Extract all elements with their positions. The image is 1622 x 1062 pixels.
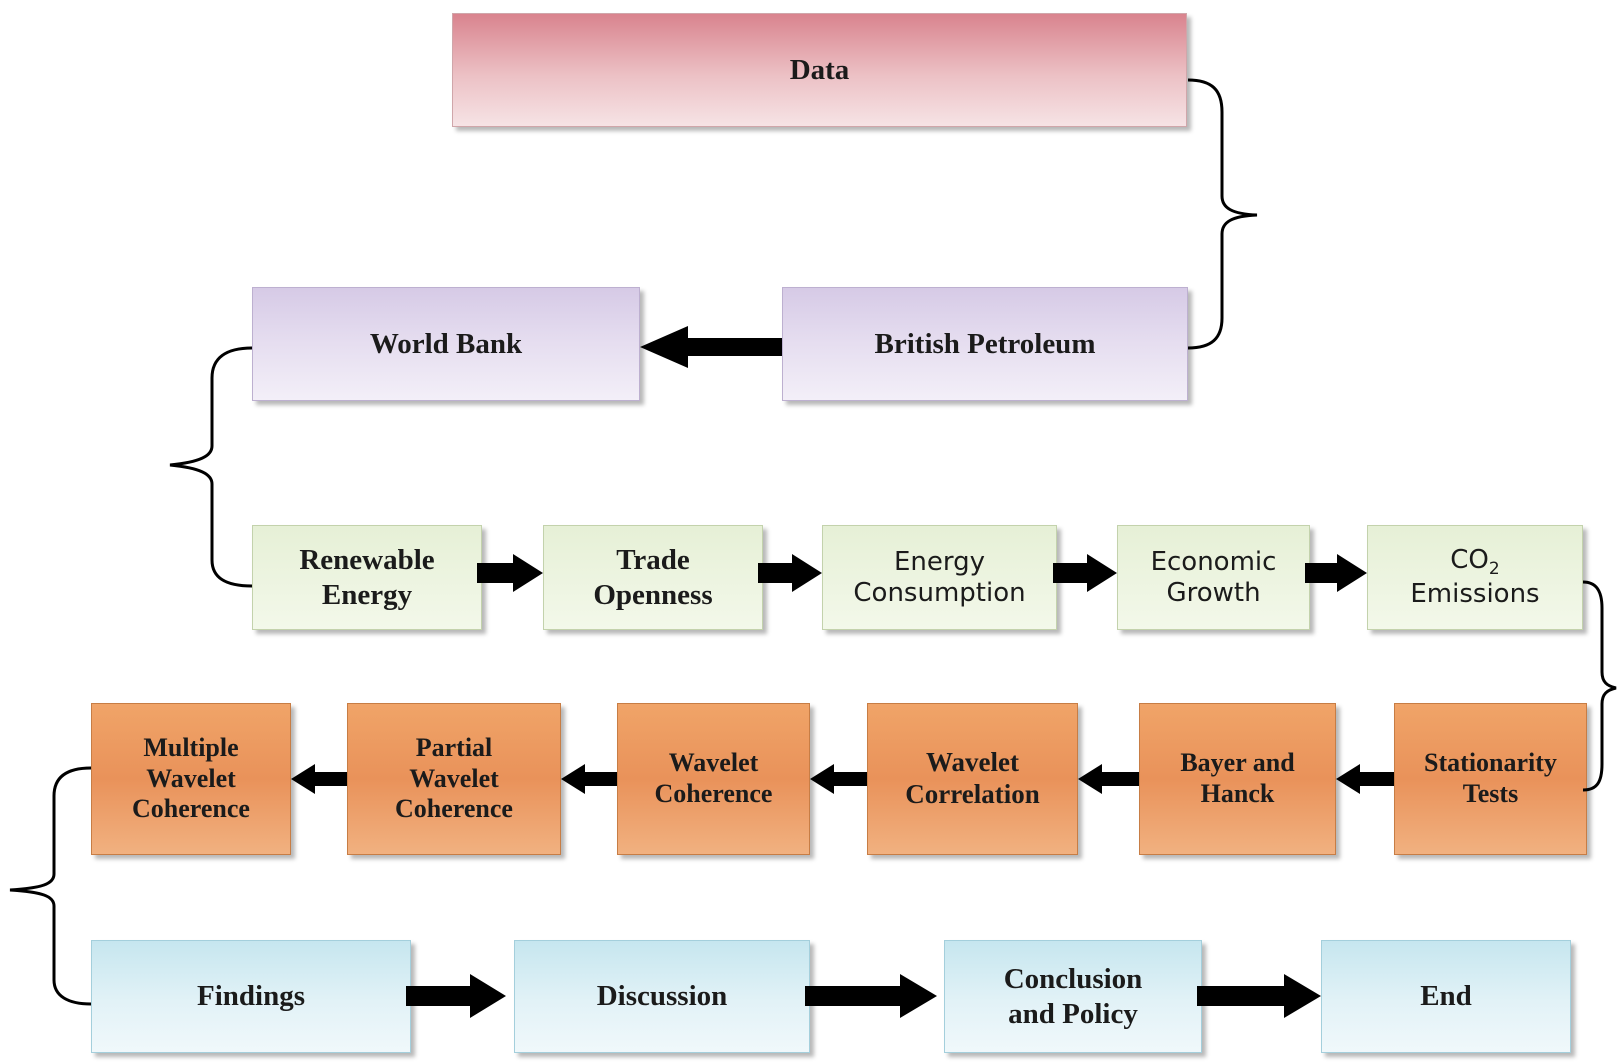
arrow-conclusion-to-end [1197, 974, 1321, 1018]
arrow-coherence-to-partial [561, 764, 617, 794]
brace-worldbank-to-variables [169, 346, 253, 588]
partial-label-line1: Partial [415, 732, 493, 762]
economic-growth-box: Economic Growth [1117, 525, 1310, 630]
multiple-label-line3: Coherence [132, 794, 250, 824]
renewable-label-line2: Energy [321, 578, 413, 611]
multiple-label-line1: Multiple [143, 732, 239, 762]
conclusion-label-line2: and Policy [1008, 997, 1138, 1030]
stationarity-label-line1: Stationarity [1424, 748, 1557, 778]
partial-wavelet-coherence-box: Partial Wavelet Coherence [347, 703, 561, 855]
discussion-label: Discussion [596, 980, 728, 1013]
renewable-label-line1: Renewable [299, 544, 435, 577]
arrow-correlation-to-coherence [810, 764, 867, 794]
arrow-trade-to-energy [758, 554, 822, 592]
arrow-growth-to-co2 [1305, 554, 1367, 592]
co2-subscript: 2 [1488, 559, 1500, 580]
stationarity-label-line2: Tests [1462, 779, 1519, 808]
end-box: End [1321, 940, 1571, 1053]
coherence-label-line2: Coherence [654, 779, 773, 808]
multiple-label-line2: Wavelet [146, 763, 236, 793]
brace-co2-to-stationarity [1582, 580, 1617, 792]
co2-label-line1: CO2 [1450, 545, 1499, 579]
british-petroleum-label: British Petroleum [874, 327, 1096, 360]
partial-label-line3: Coherence [395, 794, 513, 824]
wavelet-coherence-box: Wavelet Coherence [617, 703, 810, 855]
findings-label: Findings [197, 980, 305, 1013]
co2-label-line2: Emissions [1410, 579, 1540, 610]
energy-label-line2: Consumption [853, 577, 1026, 608]
co2-base: CO [1450, 545, 1489, 576]
world-bank-label: World Bank [369, 327, 523, 360]
energy-label-line1: Energy [893, 546, 986, 577]
arrow-bayer-to-correlation [1078, 764, 1139, 794]
renewable-energy-box: Renewable Energy [252, 525, 482, 630]
arrow-bp-to-worldbank [640, 326, 782, 368]
bayer-hanck-box: Bayer and Hanck [1139, 703, 1336, 855]
arrow-energy-to-growth [1053, 554, 1117, 592]
correlation-label-line2: Correlation [905, 779, 1040, 809]
arrow-findings-to-discussion [406, 974, 506, 1018]
wavelet-correlation-box: Wavelet Correlation [867, 703, 1078, 855]
data-label: Data [789, 53, 850, 86]
british-petroleum-box: British Petroleum [782, 287, 1188, 401]
brace-multiple-to-findings [9, 766, 92, 1006]
growth-label-line1: Economic [1150, 546, 1277, 577]
trade-label-line1: Trade [616, 544, 690, 577]
brace-data-to-sources [1187, 78, 1258, 350]
growth-label-line2: Growth [1166, 577, 1261, 608]
correlation-label-line1: Wavelet [926, 747, 1019, 778]
arrow-partial-to-multiple [291, 764, 347, 794]
trade-openness-box: Trade Openness [543, 525, 763, 630]
conclusion-label-line1: Conclusion [1003, 963, 1143, 996]
discussion-box: Discussion [514, 940, 810, 1053]
partial-label-line2: Wavelet [409, 763, 499, 793]
world-bank-box: World Bank [252, 287, 640, 401]
arrow-renewable-to-trade [477, 554, 543, 592]
trade-label-line2: Openness [593, 578, 713, 611]
arrow-stationarity-to-bayer [1336, 764, 1394, 794]
energy-consumption-box: Energy Consumption [822, 525, 1057, 630]
arrow-discussion-to-conclusion [805, 974, 937, 1018]
findings-box: Findings [91, 940, 411, 1053]
bayer-label-line2: Hanck [1200, 779, 1275, 808]
conclusion-policy-box: Conclusion and Policy [944, 940, 1202, 1053]
co2-emissions-box: CO2 Emissions [1367, 525, 1583, 630]
end-label: End [1420, 980, 1472, 1013]
coherence-label-line1: Wavelet [668, 748, 759, 778]
stationarity-tests-box: Stationarity Tests [1394, 703, 1587, 855]
bayer-label-line1: Bayer and [1180, 748, 1295, 778]
data-box: Data [452, 13, 1187, 127]
multiple-wavelet-coherence-box: Multiple Wavelet Coherence [91, 703, 291, 855]
